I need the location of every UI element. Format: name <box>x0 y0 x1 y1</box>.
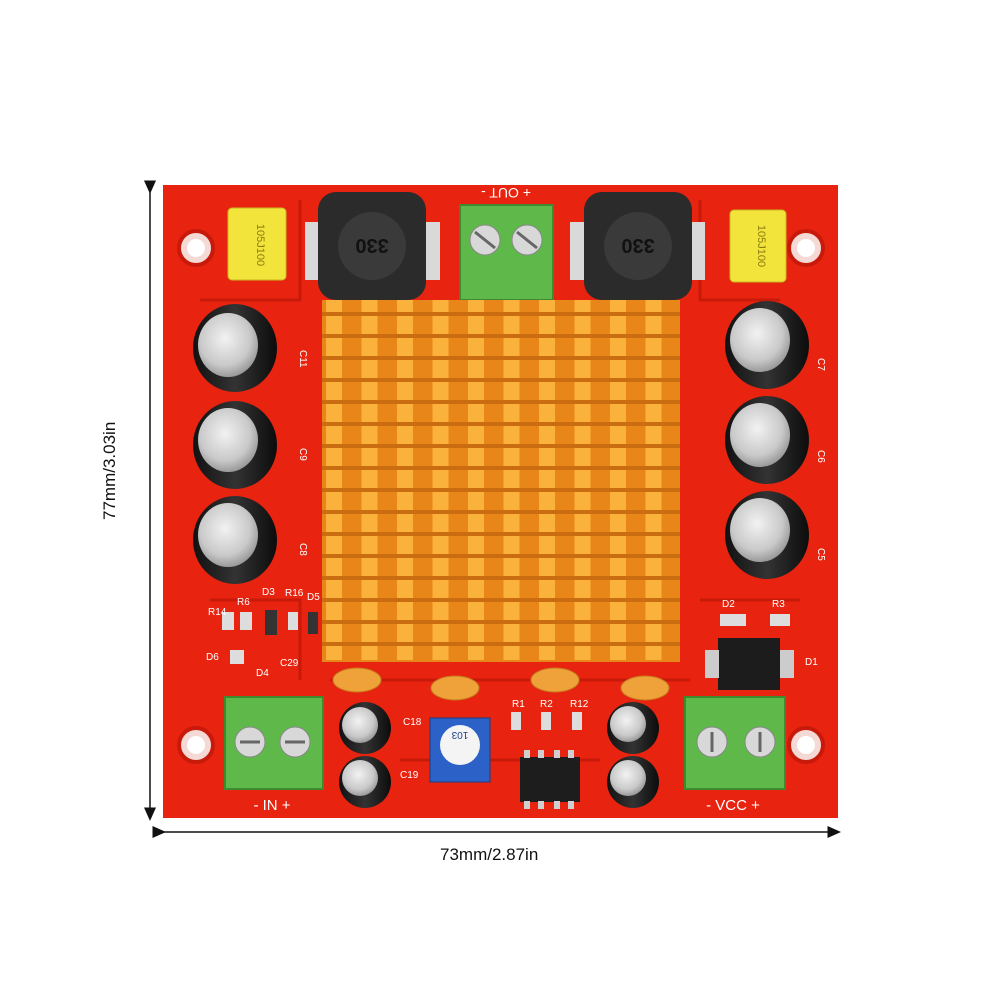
svg-text:D2: D2 <box>722 599 735 610</box>
heatsink-groove <box>322 312 680 316</box>
svg-text:- IN +: - IN + <box>253 797 290 814</box>
heatsink-fin <box>645 300 662 660</box>
svg-text:C8: C8 <box>297 543 308 556</box>
capacitor-c18: C18 <box>339 702 422 754</box>
heatsink-groove <box>322 620 680 624</box>
svg-text:330: 330 <box>355 234 388 256</box>
smd-components-left: R14 R6 D3 R16 D5 D6 D4 C29 <box>206 587 320 679</box>
capacitor-c6: C6 <box>725 396 826 484</box>
inductor-left: 330 <box>305 192 440 300</box>
svg-text:R12: R12 <box>570 699 589 710</box>
svg-text:R3: R3 <box>772 599 785 610</box>
width-dimension-label: 73mm/2.87in <box>440 845 539 864</box>
svg-text:D4: D4 <box>256 668 269 679</box>
yellow-capacitor-left: 105J100 <box>227 207 287 281</box>
heatsink-groove <box>322 466 680 470</box>
svg-text:D6: D6 <box>206 652 219 663</box>
svg-text:C7: C7 <box>815 358 826 371</box>
svg-text:C11: C11 <box>297 350 308 368</box>
svg-text:103: 103 <box>451 729 468 740</box>
ic-chip <box>520 750 580 809</box>
heatsink-fin <box>574 300 591 660</box>
heatsink-groove <box>322 378 680 382</box>
svg-text:C9: C9 <box>297 448 308 461</box>
svg-text:330: 330 <box>621 234 654 256</box>
capacitor-right-bottom-1 <box>607 702 659 754</box>
vcc-terminal-block: - VCC + <box>684 696 786 814</box>
svg-text:D5: D5 <box>307 592 320 603</box>
inductor-right: 330 <box>570 192 705 300</box>
svg-text:C18: C18 <box>403 717 422 728</box>
output-terminal-block: + OUT - <box>459 185 554 301</box>
svg-text:D3: D3 <box>262 587 275 598</box>
heatsink-groove <box>322 510 680 514</box>
heatsink-groove <box>322 576 680 580</box>
heatsink-fin <box>610 300 626 660</box>
svg-text:R2: R2 <box>540 699 553 710</box>
yellow-capacitor-right: 105J100 <box>729 209 787 283</box>
svg-text:R14: R14 <box>208 607 227 618</box>
svg-text:C6: C6 <box>815 450 826 463</box>
heatsink-groove <box>322 532 680 536</box>
svg-text:C5: C5 <box>815 548 826 561</box>
svg-text:+ OUT -: + OUT - <box>481 185 531 201</box>
potentiometer: 103 <box>429 717 491 783</box>
svg-text:D1: D1 <box>805 657 818 668</box>
heatsink-fin <box>397 300 413 660</box>
capacitor-c11: C11 <box>193 304 308 392</box>
capacitor-c7: C7 <box>725 301 826 389</box>
heatsink-fin <box>326 300 342 660</box>
height-dimension-label: 77mm/3.03in <box>100 421 119 520</box>
svg-text:105J100: 105J100 <box>755 225 767 267</box>
svg-text:R16: R16 <box>285 588 304 599</box>
heatsink-fin <box>468 300 484 660</box>
heatsink-groove <box>322 334 680 338</box>
svg-text:C19: C19 <box>400 770 419 781</box>
capacitor-c8: C8 <box>193 496 308 584</box>
heatsink-fin <box>539 300 555 660</box>
resistor-labels-bottom: R1 R2 R12 <box>511 699 589 730</box>
heatsink-groove <box>322 598 680 602</box>
capacitor-c5: C5 <box>725 491 826 579</box>
svg-text:- VCC +: - VCC + <box>706 797 760 814</box>
heatsink-groove <box>322 422 680 426</box>
heatsink-groove <box>322 356 680 360</box>
heatsink-groove <box>322 400 680 404</box>
heatsink-groove <box>322 488 680 492</box>
heatsink-fin <box>361 300 378 660</box>
heatsink <box>322 300 680 662</box>
heatsink-fin <box>432 300 449 660</box>
heatsink-groove <box>322 444 680 448</box>
svg-text:C29: C29 <box>280 658 299 669</box>
svg-text:105J100: 105J100 <box>254 224 266 266</box>
capacitor-c19: C19 <box>339 756 419 808</box>
heatsink-groove <box>322 554 680 558</box>
svg-text:R1: R1 <box>512 699 525 710</box>
heatsink-groove <box>322 642 680 646</box>
ceramic-capacitors <box>332 667 670 701</box>
svg-text:R6: R6 <box>237 597 250 608</box>
capacitor-right-bottom-2 <box>607 756 659 808</box>
smd-components-right: D2 R3 D1 <box>705 599 818 690</box>
mounting-holes <box>177 229 825 764</box>
heatsink-fin <box>503 300 520 660</box>
input-terminal-block: - IN + <box>224 696 324 814</box>
capacitor-c9: C9 <box>193 401 308 489</box>
